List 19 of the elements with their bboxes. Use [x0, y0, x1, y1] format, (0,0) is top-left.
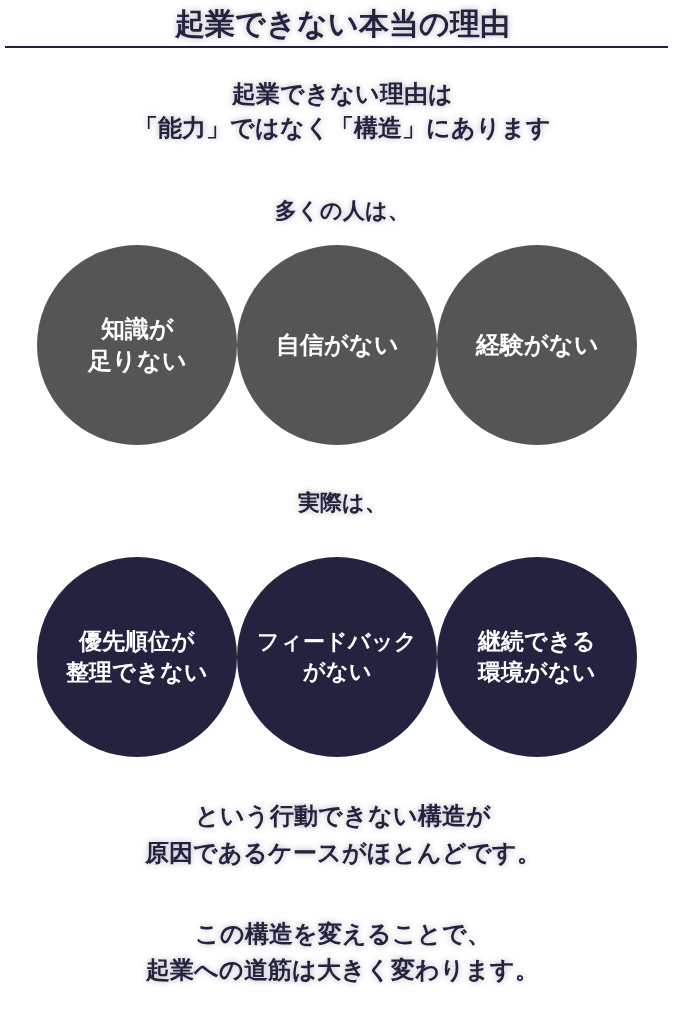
text-line: 実際は、: [297, 489, 388, 517]
circle-label: 自信がない: [275, 329, 399, 361]
circle-label: フィードバック: [257, 628, 417, 657]
circle-label: 環境がない: [478, 658, 596, 687]
circle-label: 整理できない: [66, 658, 208, 687]
circle-label: 足りない: [87, 346, 187, 377]
text-line: という行動できない構造が: [193, 801, 492, 832]
text-line: 「能力」ではなく「構造」にあります: [133, 113, 552, 144]
circle-label: 経験がない: [475, 329, 599, 361]
circle-label: 知識が: [100, 313, 174, 345]
circle-label: 優先順位が: [79, 626, 195, 656]
text-line: この構造を変えることで、: [193, 919, 492, 950]
title: 起業できない本当の理由: [174, 5, 511, 43]
circle-label: 継続できる: [478, 626, 596, 656]
text-line: 起業への道筋は大きく変わります。: [145, 955, 540, 986]
text-line: 原因であるケースがほとんどです。: [143, 838, 542, 869]
text-line: 起業できない理由は: [231, 79, 454, 110]
circle-label: がない: [302, 658, 372, 686]
text-line: 多くの人は、: [274, 197, 411, 225]
